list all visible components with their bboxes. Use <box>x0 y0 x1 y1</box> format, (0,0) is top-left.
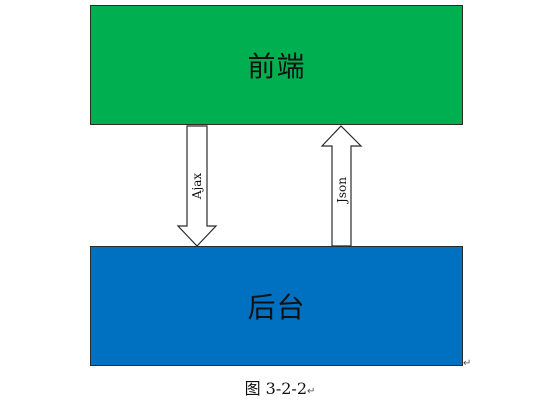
json-arrow-shape <box>320 125 363 247</box>
frontend-box: 前端 <box>90 5 463 125</box>
figure-caption: 图 3-2-2↵ <box>0 375 560 399</box>
ajax-label: Ajax <box>190 173 204 201</box>
caption-paragraph-mark: ↵ <box>307 386 316 397</box>
caption-text: 图 3-2-2 <box>244 379 308 398</box>
backend-box: 后台 <box>90 246 463 366</box>
json-label: Json <box>335 177 349 205</box>
ajax-arrow: Ajax <box>176 125 218 247</box>
ajax-arrow-shape <box>176 125 218 247</box>
box-paragraph-mark: ↵ <box>463 358 472 369</box>
backend-label: 后台 <box>247 291 306 324</box>
frontend-label: 前端 <box>247 50 306 83</box>
json-arrow: Json <box>320 125 363 247</box>
